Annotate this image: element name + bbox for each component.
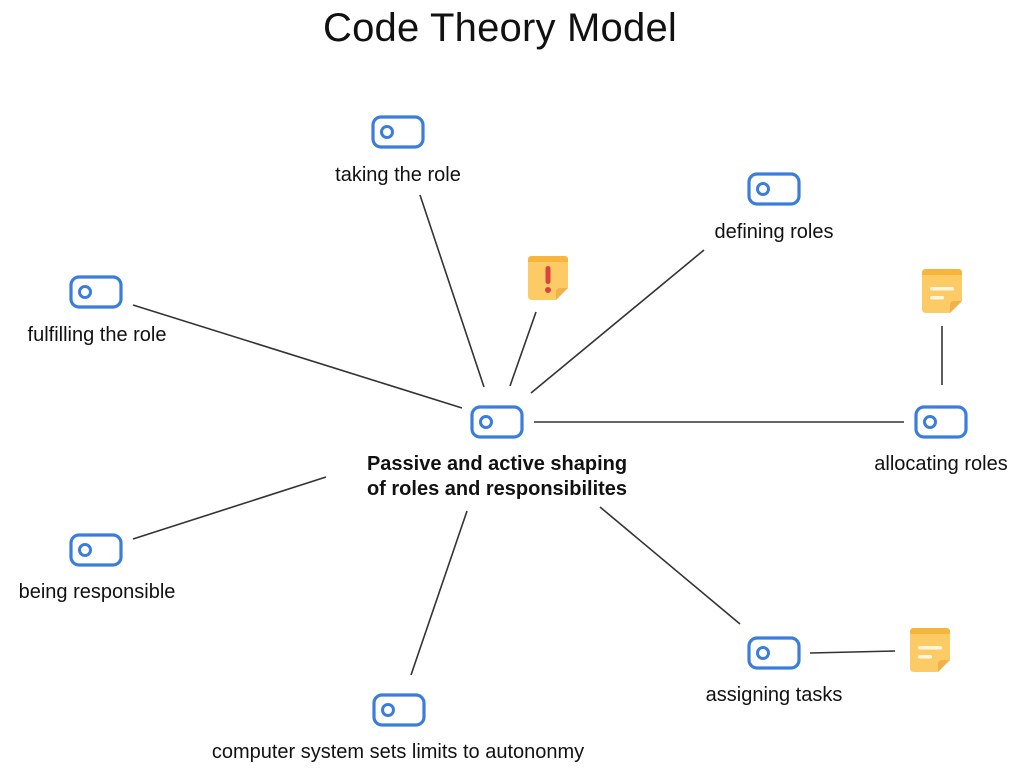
central-node-label: Passive and active shaping of roles and …	[367, 452, 627, 502]
edge-central-computer	[410, 510, 468, 676]
edge-central-assigning	[599, 506, 741, 625]
code-icon	[372, 693, 426, 727]
edge-central-defining	[530, 249, 705, 394]
code-icon	[69, 275, 123, 309]
code-icon	[470, 405, 524, 439]
node-label: allocating roles	[874, 453, 1008, 475]
central-label-line-1: Passive and active shaping	[366, 453, 628, 475]
code-icon	[747, 636, 801, 670]
central-label-line-2: of roles and responsibilites	[366, 478, 628, 500]
edge-central-taking	[419, 194, 485, 388]
node-label: computer system sets limits to autononmy	[211, 741, 585, 763]
edge-central-being	[132, 476, 327, 540]
node-label: taking the role	[335, 164, 461, 186]
code-icon	[69, 533, 123, 567]
diagram-title: Code Theory Model	[323, 6, 677, 50]
memo-note-icon[interactable]	[918, 267, 966, 315]
node-label: being responsible	[18, 581, 176, 603]
node-label: defining roles	[714, 221, 834, 243]
code-icon	[371, 115, 425, 149]
edge-central-memo-alert	[509, 311, 537, 387]
node-label: fulfilling the role	[27, 324, 167, 346]
code-icon	[747, 172, 801, 206]
edge-assigning-memo	[809, 650, 896, 654]
code-icon	[914, 405, 968, 439]
memo-alert-icon[interactable]	[524, 254, 572, 302]
memo-note-icon[interactable]	[906, 626, 954, 674]
edge-central-fulfilling	[132, 304, 463, 409]
node-label: assigning tasks	[705, 684, 843, 706]
